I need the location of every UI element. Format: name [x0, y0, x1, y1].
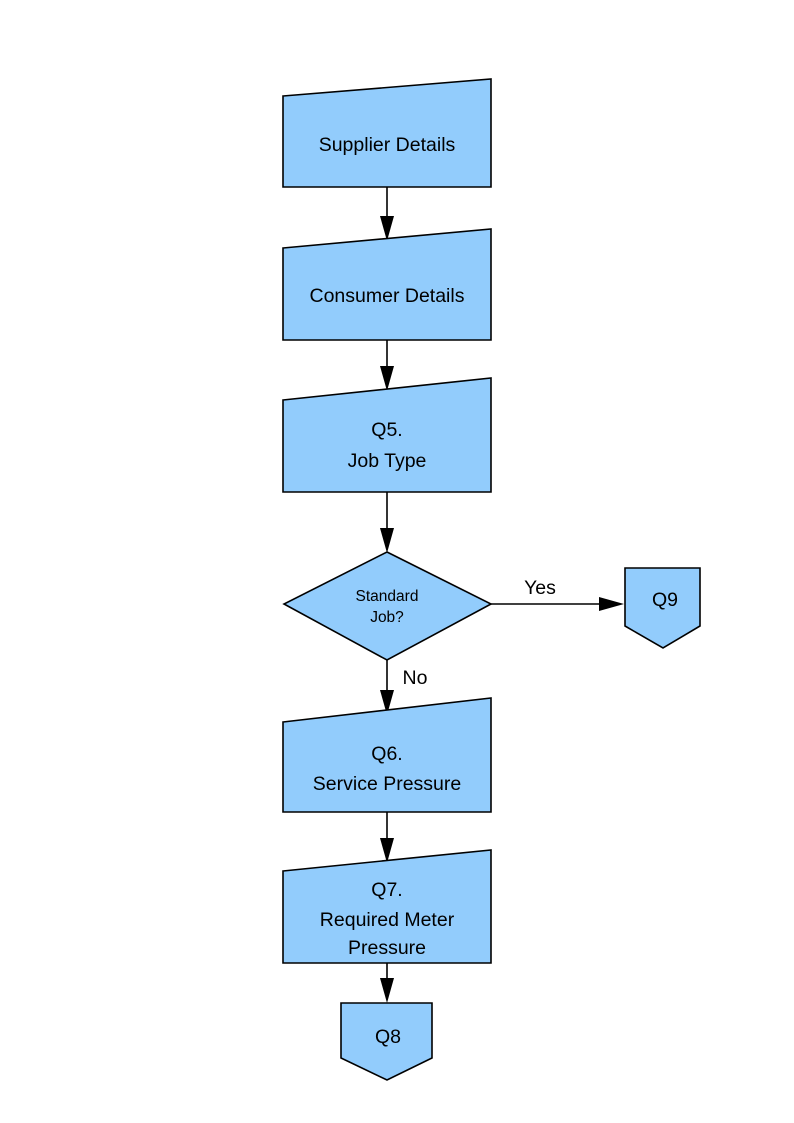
arrow-head-icon: [380, 216, 394, 241]
node-label-q5-line2: Job Type: [348, 450, 427, 472]
node-q9[interactable]: Q9: [624, 567, 701, 649]
connector-q7-to-q8: [380, 963, 394, 1003]
node-label-supplier-details: Supplier Details: [319, 134, 456, 156]
arrow-head-icon: [380, 978, 394, 1003]
node-label-consumer-details: Consumer Details: [310, 285, 465, 307]
connector-decision-to-q9: [491, 597, 624, 611]
node-q7-required-meter-pressure[interactable]: Q7. Required Meter Pressure: [282, 849, 492, 964]
node-shape-skewed-rectangle[interactable]: [282, 697, 492, 813]
node-shape-pentagon-down[interactable]: [340, 1002, 433, 1081]
node-label-q9: Q9: [652, 589, 678, 611]
connector-decision-to-q6: [380, 660, 394, 715]
connector-group: [380, 187, 624, 1003]
arrow-head-icon: [380, 690, 394, 715]
node-label-decision-line2: Job?: [370, 609, 404, 626]
node-standard-job-decision[interactable]: Standard Job?: [282, 551, 493, 661]
node-label-decision-line1: Standard: [356, 588, 419, 605]
node-shape-skewed-rectangle[interactable]: [282, 849, 492, 964]
node-shape-pentagon-down[interactable]: [624, 567, 701, 649]
arrow-head-icon: [380, 366, 394, 391]
node-shape-skewed-rectangle[interactable]: [282, 377, 492, 493]
node-label-q6-line2: Service Pressure: [313, 773, 461, 795]
connector-q5-to-decision: [380, 492, 394, 553]
node-supplier-details[interactable]: Supplier Details: [282, 78, 492, 188]
arrow-head-icon: [599, 597, 624, 611]
node-label-q8: Q8: [375, 1026, 401, 1048]
edge-label-no: No: [403, 667, 428, 689]
edge-label-yes: Yes: [524, 577, 556, 599]
node-q6-service-pressure[interactable]: Q6. Service Pressure: [282, 697, 492, 813]
node-label-q6-line1: Q6.: [371, 743, 402, 765]
node-label-q7-line3: Pressure: [348, 937, 426, 959]
connector-consumer-to-q5: [380, 340, 394, 391]
arrow-head-icon: [380, 838, 394, 863]
node-shape-skewed-rectangle[interactable]: [282, 228, 492, 341]
arrow-head-icon: [380, 528, 394, 553]
connector-supplier-to-consumer: [380, 187, 394, 241]
node-shape-skewed-rectangle[interactable]: [282, 78, 492, 188]
node-shape-diamond[interactable]: [282, 551, 493, 661]
connector-q6-to-q7: [380, 812, 394, 863]
node-label-q7-line1: Q7.: [371, 879, 402, 901]
node-q8[interactable]: Q8: [340, 1002, 433, 1081]
node-consumer-details[interactable]: Consumer Details: [282, 228, 492, 341]
node-q5-job-type[interactable]: Q5. Job Type: [282, 377, 492, 493]
node-label-q7-line2: Required Meter: [320, 909, 455, 931]
node-label-q5-line1: Q5.: [371, 419, 402, 441]
